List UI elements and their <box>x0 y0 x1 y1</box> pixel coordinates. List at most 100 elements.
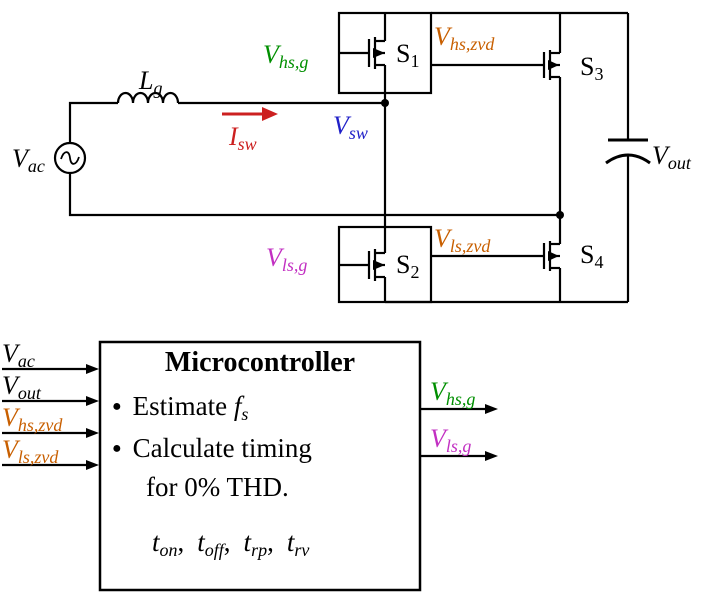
sub-text: ls,zvd <box>17 447 59 467</box>
t-on-sub: on <box>159 540 178 560</box>
sub-text: ls,g <box>445 436 472 456</box>
input-arrowhead-icon <box>86 396 99 406</box>
bullet-icon: ● <box>112 440 122 457</box>
main-text: S <box>396 39 411 68</box>
s3-label: S3 <box>580 52 603 85</box>
main-text: V <box>2 403 18 432</box>
main-text: L <box>139 66 154 95</box>
t-off-main: t <box>197 527 205 557</box>
mc-output-label-lsg: Vls,g <box>430 424 471 457</box>
calc-line2-text: for 0% THD. <box>146 472 289 502</box>
t-rp-sub: rp <box>251 540 268 560</box>
inductor-coil <box>116 91 180 104</box>
mc-bullet-calculate: ● Calculate timing <box>112 433 312 464</box>
main-text: S <box>580 240 595 269</box>
switch-node-vsw-label: Vsw <box>333 111 368 144</box>
timing-parameters: ton,toff,trp,trv <box>152 527 309 561</box>
separator: , <box>223 527 231 557</box>
sub-text: sw <box>348 123 368 143</box>
hs-gate-label: Vhs,g <box>263 40 308 73</box>
main-text: V <box>430 377 446 406</box>
mc-input-label-vac: Vac <box>2 339 35 372</box>
estimate-text: Estimate <box>132 391 234 421</box>
input-arrowhead-icon <box>86 364 99 374</box>
source-top-wire <box>68 101 118 143</box>
sub-text: ls,zvd <box>449 236 491 256</box>
main-text: V <box>2 435 18 464</box>
main-text: V <box>430 424 446 453</box>
sub-text: hs,zvd <box>449 34 495 54</box>
s1-label: S1 <box>396 39 419 72</box>
sub-text: 1 <box>410 51 420 71</box>
s2-mosfet-arrow-icon <box>373 260 385 270</box>
s3-mosfet-arrow-icon <box>548 60 559 70</box>
junction-dot <box>381 99 389 107</box>
main-text: V <box>434 224 450 253</box>
t-rp-main: t <box>243 527 252 557</box>
main-text: S <box>580 52 595 81</box>
sub-text: g <box>153 78 163 98</box>
sub-text: hs,g <box>445 389 476 409</box>
hs-zvd-label: Vhs,zvd <box>434 22 494 55</box>
input-arrowhead-icon <box>86 460 99 470</box>
bullet-icon: ● <box>112 398 122 415</box>
sub-text: ac <box>17 351 35 371</box>
junction-dot <box>556 211 564 219</box>
separator: , <box>267 527 274 557</box>
s4-mosfet-arrow-icon <box>548 251 559 261</box>
main-text: V <box>2 371 18 400</box>
sine-icon <box>60 151 80 165</box>
main-text: V <box>12 144 28 173</box>
vout-label: Vout <box>652 141 691 174</box>
sub-text: hs,g <box>278 52 309 72</box>
s1-mosfet-arrow-icon <box>373 48 385 58</box>
main-text: V <box>266 243 282 272</box>
sub-text: out <box>667 153 691 173</box>
ls-gate-label: Vls,g <box>266 243 307 276</box>
separator: , <box>177 527 185 557</box>
main-text: V <box>333 111 349 140</box>
sub-text: 4 <box>594 252 604 272</box>
main-text: I <box>229 122 238 151</box>
s2-label: S2 <box>396 250 419 283</box>
microcontroller-title: Microcontroller <box>164 347 356 378</box>
output-arrowhead-icon <box>485 404 498 414</box>
input-arrowhead-icon <box>86 428 99 438</box>
output-arrowhead-icon <box>485 451 498 461</box>
current-arrowhead-icon <box>262 107 278 121</box>
main-text: V <box>2 339 18 368</box>
fs-sub: s <box>241 404 249 424</box>
capacitor-bottom-plate <box>605 153 651 165</box>
sub-text: ac <box>27 156 45 176</box>
mc-input-label-vout: Vout <box>2 371 41 404</box>
mc-input-label-lszvd: Vls,zvd <box>2 435 58 468</box>
microcontroller-box <box>98 340 422 592</box>
mc-bullet-estimate: ● Estimate fs <box>112 391 248 425</box>
t-off-sub: off <box>204 540 224 560</box>
current-isw-label: Isw <box>229 122 257 155</box>
ls-zvd-label: Vls,zvd <box>434 224 490 257</box>
mc-calc-line2: for 0% THD. <box>146 472 289 503</box>
calc-line1-text: Calculate timing <box>132 433 312 463</box>
ac-return-wire <box>68 173 560 217</box>
mc-input-label-hszvd: Vhs,zvd <box>2 403 62 436</box>
t-rv-main: t <box>286 527 295 557</box>
sub-text: hs,zvd <box>17 415 63 435</box>
s4-label: S4 <box>580 240 603 273</box>
sub-text: ls,g <box>281 255 308 275</box>
mc-output-label-hsg: Vhs,g <box>430 377 475 410</box>
vac-label: Vac <box>12 144 45 177</box>
sub-text: out <box>17 383 41 403</box>
sub-text: sw <box>237 134 257 154</box>
main-text: V <box>652 141 668 170</box>
sub-text: 2 <box>410 262 420 282</box>
sub-text: 3 <box>594 64 604 84</box>
t-on-main: t <box>152 527 160 557</box>
main-text: V <box>434 22 450 51</box>
solid-marks <box>86 48 564 470</box>
main-text: V <box>263 40 279 69</box>
inductor-label: Lg <box>139 66 162 99</box>
fs-main: f <box>233 391 242 421</box>
